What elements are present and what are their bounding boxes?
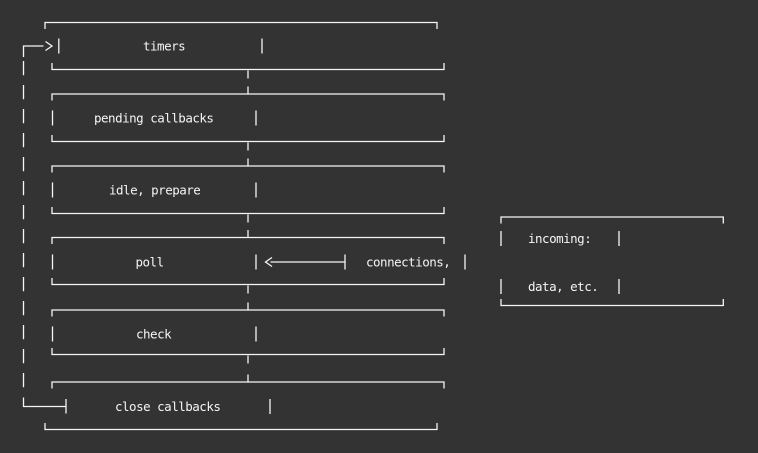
box-bottom-border	[500, 299, 724, 307]
loop-arrowhead-icon	[45, 40, 54, 52]
box-side-pipes-row-data	[500, 279, 620, 294]
box-top-border	[51, 93, 445, 101]
box-top-border	[51, 381, 445, 389]
box-bottom-border	[51, 348, 445, 356]
phase-label: poll	[136, 255, 164, 270]
box-side-pipes	[51, 110, 257, 126]
phase-label: idle, prepare	[109, 183, 200, 198]
phase-box-idle-prepare: idle, prepare	[51, 158, 445, 223]
box-bottom-border	[51, 135, 445, 143]
phase-label: pending callbacks	[94, 111, 213, 126]
box-top-border	[500, 216, 724, 224]
box-top-border	[51, 309, 445, 317]
box-bottom-border	[51, 207, 445, 215]
box-top-border	[44, 21, 438, 29]
phase-box-check: check	[51, 302, 445, 364]
phase-label: timers	[143, 39, 185, 54]
poll-arrowhead-icon	[264, 256, 273, 268]
phase-box-timers: timers	[44, 21, 445, 79]
phase-box-close-callbacks: close callbacks	[44, 374, 445, 431]
phase-box-poll: poll	[51, 230, 445, 294]
phase-box-pending-callbacks: pending callbacks	[51, 86, 445, 151]
external-box-line: data, etc.	[528, 279, 598, 294]
box-side-pipes	[58, 38, 263, 54]
box-bottom-border	[51, 63, 445, 71]
box-side-pipes	[51, 254, 257, 270]
loop-corner-bottom	[22, 397, 66, 408]
external-to-poll-arrow	[264, 256, 345, 268]
box-side-pipes	[51, 326, 257, 342]
loop-corner-top	[22, 45, 44, 57]
external-input-box: incoming: connections, data, etc.	[344, 216, 724, 307]
external-box-line: connections,	[366, 255, 450, 270]
box-bottom-border	[44, 423, 438, 431]
box-top-border	[51, 165, 445, 173]
box-bottom-border	[51, 278, 445, 286]
box-side-pipes	[51, 182, 257, 198]
phase-label: close callbacks	[115, 399, 220, 414]
phase-label: check	[136, 327, 172, 342]
loop-path	[22, 40, 67, 414]
box-side-pipes-row-incoming	[500, 231, 620, 246]
external-box-line: incoming:	[528, 231, 591, 246]
box-top-border	[51, 236, 445, 244]
